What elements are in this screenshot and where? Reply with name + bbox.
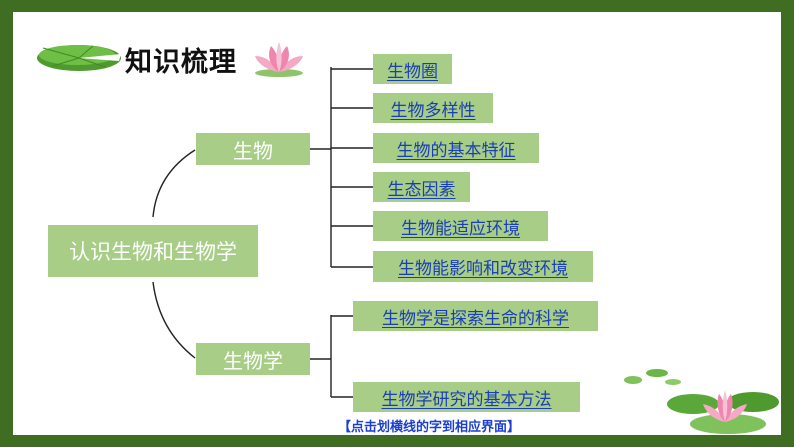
topic-link-ecological-factors[interactable]: 生态因素 [373,172,470,202]
topic-link-label[interactable]: 生物多样性 [390,100,476,121]
slide: 知识梳理 认识生物和生物学 生物 [13,12,781,435]
topic-link-change-environment[interactable]: 生物能影响和改变环境 [373,251,593,282]
navigation-hint: 【点击划横线的字到相应界面】 [338,416,520,435]
branch-label: 生物 [233,138,273,163]
root-to-biology-line [152,149,196,218]
root-node-label: 认识生物和生物学 [69,240,237,264]
hint-text: 点击划横线的字到相应界面 [351,420,508,435]
page-title: 知识梳理 [125,47,237,78]
lotus-pond-icon [624,369,779,434]
topic-link-label[interactable]: 生态因素 [387,179,456,200]
topic-link-exploring-life-science[interactable]: 生物学是探索生命的科学 [353,301,598,331]
lotus-flower-icon [255,42,303,77]
hint-bracket-close: 】 [507,420,521,435]
topic-link-label[interactable]: 生物学研究的基本方法 [381,389,552,410]
topic-link-research-methods[interactable]: 生物学研究的基本方法 [353,382,580,412]
connector-lines [152,67,373,398]
topic-link-label[interactable]: 生物能影响和改变环境 [398,259,568,279]
topic-link-label[interactable]: 生物圈 [387,61,438,82]
topic-link-label[interactable]: 生物能适应环境 [401,218,520,239]
topic-link-basic-characteristics[interactable]: 生物的基本特征 [373,133,539,163]
branch-label: 生物学 [223,348,283,373]
branch-node-biology: 生物 [196,133,310,165]
topic-link-label[interactable]: 生物的基本特征 [396,140,516,161]
root-to-biology-science-line [152,281,196,359]
root-node: 认识生物和生物学 [48,225,258,277]
topic-link-label[interactable]: 生物学是探索生命的科学 [382,308,569,329]
topic-link-adapt-environment[interactable]: 生物能适应环境 [373,211,548,241]
lily-pad-icon [37,45,121,71]
topic-link-biosphere[interactable]: 生物圈 [373,54,452,84]
branch-node-biology-science: 生物学 [196,343,310,375]
hint-bracket-open: 【 [338,420,352,435]
topic-link-biodiversity[interactable]: 生物多样性 [373,93,493,123]
